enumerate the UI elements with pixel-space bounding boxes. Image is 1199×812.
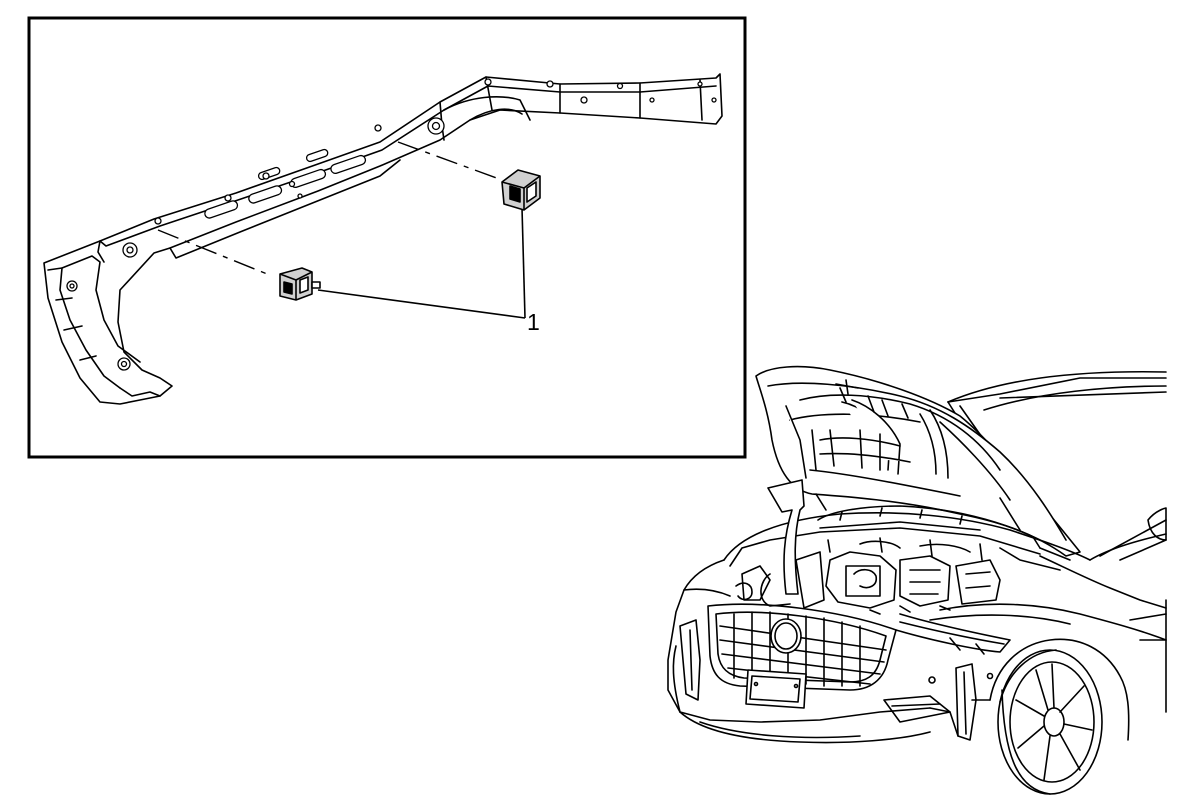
bar-slots [204,148,367,219]
fog-lamps [679,619,977,741]
engine-bay [723,505,1091,615]
sensor-install-lines [157,141,503,277]
front-grille [707,603,897,691]
headlamp [895,613,1011,655]
raised-hood [755,365,1081,557]
callout-number-1: 1 [527,309,540,335]
callout-leaders [317,207,526,319]
impact-sensor-right [501,169,541,211]
license-plate [745,669,807,709]
bumper-reinforcement-bar [43,73,723,405]
bar-mounting-holes [66,78,717,371]
vehicle-hood-open [667,365,1167,795]
impact-sensor-left [279,267,321,301]
front-bumper [672,645,994,744]
hood-strut [1039,547,1071,561]
curved-up-arrow-icon [767,479,805,595]
front-wheel [997,649,1103,795]
detail-inset: 1 [27,16,747,459]
